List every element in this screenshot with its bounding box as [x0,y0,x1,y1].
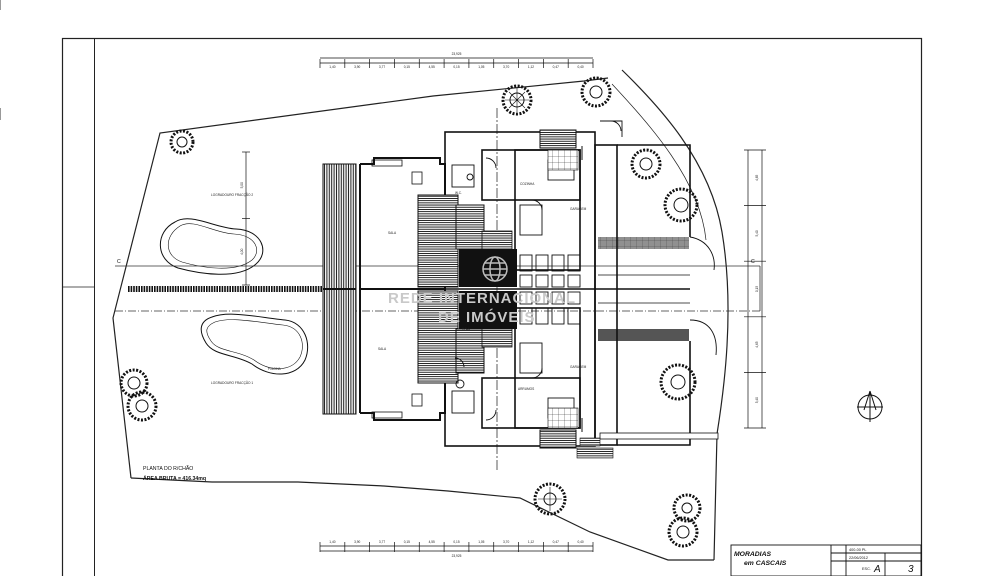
dimension-label: 4,55 [429,65,435,69]
dimension-label: 3,90 [354,540,360,544]
dimension-label: 1,05 [478,540,484,544]
dimension-label: 3,77 [379,540,385,544]
pools [159,218,309,375]
dimension-label: 0,15 [453,65,459,69]
tree-symbol [501,84,533,116]
dimension-label: 23,925 [452,52,462,56]
elevator-shaft [459,249,517,287]
dimension-label: 4,55 [429,540,435,544]
dimension-label: 3,70 [503,540,509,544]
room-label: HALL [462,327,470,331]
room-label: W.C. [455,191,462,195]
title-block-sheet-no: 3 [908,564,914,575]
entrance-steps-bottom [539,429,577,449]
tree-symbol [126,390,158,422]
dimension-label: 1,05 [478,65,484,69]
building-plan [322,120,719,459]
dimension-label: 5,00 [240,182,244,188]
dimension-label: 3,77 [379,65,385,69]
tree-symbol [119,368,149,398]
title-block-drawing-no: 400-00 PL [849,548,867,552]
section-mark-left: C [117,259,121,265]
plan-area: ÁREA BRUTA = 416.34mq [143,475,206,482]
dimension-label: 23,925 [452,554,462,558]
room-label: ARRUMOS [518,387,534,391]
room-label: LOGRADOURO FRACÇÃO 1 [211,380,253,385]
dimension-label: 5,40 [755,230,759,236]
tree-symbol [533,482,567,516]
dimension-label: 0,15 [755,286,759,292]
staircase-top [417,194,459,288]
dimension-label: 1,40 [329,65,335,69]
elevator-shaft [459,291,517,329]
watermark-line-1: REDE INTERNACIONAL [388,290,576,307]
room-label: SALA [388,231,397,235]
drawing-frame [61,37,923,576]
dimension-label: 1,40 [329,540,335,544]
staircase-core-bottom [455,328,485,374]
entrance-steps-top [539,129,577,149]
dimension-label: 0,47 [553,540,559,544]
dimension-label: 4,65 [755,174,759,180]
room-label: COZINHA [520,182,535,186]
dimension-label: 3,90 [354,65,360,69]
title-block-scale-label: ESC. [862,567,871,571]
room-label: LOGRADOURO FRACÇÃO 2 [211,192,253,197]
title-block-date: 22/06/2012 [849,556,868,560]
room-label: GARAGEM [570,207,587,211]
title-block-size: A [873,564,881,575]
dimension-label: 4,65 [755,341,759,347]
dimension-label: 0,15 [404,65,410,69]
dimension-label: 0,40 [577,540,583,544]
plan-title: PLANTA DO R/CHÃO [143,465,193,472]
dimension-label: 4,00 [240,248,244,254]
tree-symbol [169,129,195,155]
title-block [730,544,922,576]
room-label: PISCINA [268,367,282,371]
section-mark-right: C [751,259,755,265]
tree-symbol [630,148,662,180]
dimension-label: 0,47 [553,65,559,69]
room-label: SALA [378,347,387,351]
tree-symbol [672,493,702,523]
title-block-project-line2: em CASCAIS [744,560,787,567]
tree-symbol [663,187,699,223]
north-arrow-icon [857,390,883,422]
tree-symbol [667,516,699,548]
hedge [128,237,689,341]
dimension-label: 1,12 [528,540,534,544]
dimension-label: 0,40 [577,65,583,69]
dimension-label: 0,15 [453,540,459,544]
tree-symbol [659,363,697,401]
staircase-bottom [417,290,459,384]
dimension-label: 3,70 [503,65,509,69]
dimension-label: 0,15 [404,540,410,544]
globe-icon [482,256,508,282]
dimension-label: 1,12 [528,65,534,69]
tree-symbol [580,76,612,108]
room-label: GARAGEM [570,365,587,369]
trees [119,76,702,548]
watermark-line-2: DE IMÓVEIS [438,308,536,326]
title-block-project-line1: MORADIAS [734,551,771,558]
room-labels: LOGRADOURO FRACÇÃO 2 LOGRADOURO FRACÇÃO … [211,182,587,391]
staircase-core-top [455,204,485,250]
dimension-label: 5,40 [755,397,759,403]
dimension-labels: 23,925 23,925 1,40 3,90 3,77 0,15 4,55 0,15 1,05… [240,52,766,558]
